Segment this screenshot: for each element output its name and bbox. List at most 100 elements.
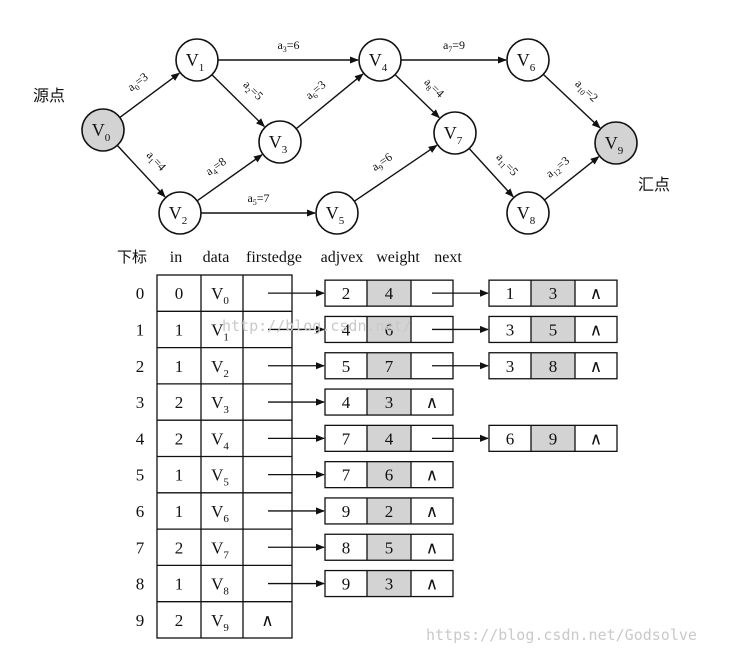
edge-v4-v6: a7=9 bbox=[401, 38, 507, 64]
vertex-v0: V0 bbox=[81, 108, 125, 152]
vertex-circle bbox=[81, 108, 125, 152]
vertex-data-value: V3 bbox=[211, 393, 229, 416]
edge-label: a1=4 bbox=[142, 148, 169, 175]
in-degree-value: 1 bbox=[175, 320, 184, 339]
adjvex-value: 9 bbox=[342, 502, 351, 521]
header-adjvex: adjvex bbox=[321, 249, 364, 266]
vertex-v2: V2 bbox=[158, 191, 202, 235]
next-null-symbol: ∧ bbox=[590, 320, 602, 339]
next-null-symbol: ∧ bbox=[426, 393, 438, 412]
vertex-circle bbox=[506, 191, 550, 235]
edge-node-frame bbox=[488, 315, 618, 344]
header-firstedge: firstedge bbox=[246, 249, 302, 266]
row-index: 2 bbox=[136, 357, 145, 376]
vertex-v6: V6 bbox=[506, 38, 550, 82]
adjvex-value: 3 bbox=[506, 357, 515, 376]
edge-label: a7=9 bbox=[443, 38, 465, 54]
edge-node-frame bbox=[324, 569, 454, 598]
vertex-circle bbox=[506, 38, 550, 82]
adjvex-value: 5 bbox=[342, 357, 351, 376]
weight-value: 3 bbox=[549, 284, 558, 303]
weight-cell-fill bbox=[367, 570, 411, 597]
vertex-label: V7 bbox=[444, 123, 463, 147]
weight-value: 4 bbox=[385, 429, 394, 448]
header-next: next bbox=[434, 249, 462, 266]
vertex-circle bbox=[358, 38, 402, 82]
vertex-data-value: V4 bbox=[211, 429, 229, 452]
edge-v8-v9: a12=3 bbox=[543, 153, 600, 201]
edge-label: a6=3 bbox=[302, 77, 329, 103]
vertex-data-value: V1 bbox=[211, 320, 229, 343]
adjvex-value: 3 bbox=[506, 320, 515, 339]
edge-node-frame bbox=[324, 533, 454, 561]
edge-label: a12=3 bbox=[543, 153, 573, 182]
weight-cell-fill bbox=[531, 316, 575, 343]
edge-v5-v7: a9=6 bbox=[353, 144, 438, 202]
adjvex-value: 4 bbox=[342, 393, 351, 412]
edge-arrow bbox=[543, 156, 600, 201]
vertex-data-value: V9 bbox=[211, 611, 229, 634]
row-index: 5 bbox=[136, 466, 145, 485]
row-index: 0 bbox=[136, 284, 145, 303]
edge-label: a11=5 bbox=[492, 150, 521, 180]
weight-value: 9 bbox=[549, 429, 558, 448]
edge-node-frame bbox=[324, 497, 454, 525]
weight-cell-fill bbox=[367, 461, 411, 488]
header-weight: weight bbox=[376, 249, 420, 266]
edge-arrow bbox=[394, 74, 440, 119]
vertex-label: V8 bbox=[517, 203, 536, 227]
vertex-label: V5 bbox=[326, 203, 345, 227]
weight-value: 5 bbox=[385, 538, 394, 557]
in-degree-value: 2 bbox=[175, 393, 184, 412]
edge-v1-v4: a3=6 bbox=[218, 38, 359, 64]
edge-label: a8=4 bbox=[420, 75, 447, 102]
edge-v0-v1: a0=3 bbox=[119, 70, 181, 119]
vertex-circle bbox=[258, 120, 302, 164]
in-degree-value: 1 bbox=[175, 575, 184, 594]
in-degree-value: 1 bbox=[175, 466, 184, 485]
vertex-v5: V5 bbox=[315, 191, 359, 235]
edge-label: a4=8 bbox=[203, 154, 230, 180]
vertex-v8: V8 bbox=[506, 191, 550, 235]
weight-cell-fill bbox=[367, 534, 411, 561]
vertex-v4: V4 bbox=[358, 38, 402, 82]
vertex-data-value: V6 bbox=[211, 502, 229, 525]
next-null-symbol: ∧ bbox=[590, 284, 602, 303]
row-index: 6 bbox=[136, 502, 145, 521]
edge-node-frame bbox=[488, 279, 618, 307]
in-degree-value: 1 bbox=[175, 502, 184, 521]
edge-v7-v8: a11=5 bbox=[468, 148, 521, 198]
edge-node-frame bbox=[324, 388, 454, 416]
row-index: 3 bbox=[136, 393, 145, 412]
edge-v4-v7: a8=4 bbox=[394, 74, 447, 119]
watermark-center-text: http://blog.csdn.net/ bbox=[222, 317, 412, 335]
weight-value: 4 bbox=[385, 284, 394, 303]
vertex-label: V6 bbox=[517, 50, 536, 74]
next-null-symbol: ∧ bbox=[590, 429, 602, 448]
adjvex-value: 6 bbox=[506, 429, 515, 448]
weight-cell-fill bbox=[367, 497, 411, 524]
vertex-v7: V7 bbox=[433, 111, 477, 155]
vertex-label: V2 bbox=[169, 203, 188, 227]
activity-graph: a0=3a1=4a2=5a3=6a4=8a5=7a6=3a7=9a8=4a9=6… bbox=[33, 38, 670, 235]
vertex-circle bbox=[433, 111, 477, 155]
header-index: 下标 bbox=[117, 248, 147, 266]
header-in: in bbox=[170, 249, 182, 266]
in-degree-value: 2 bbox=[175, 611, 184, 630]
adjvex-value: 8 bbox=[342, 538, 351, 557]
weight-cell-fill bbox=[531, 425, 575, 452]
weight-value: 6 bbox=[385, 466, 394, 485]
vertex-label: V1 bbox=[186, 50, 205, 74]
weight-cell-fill bbox=[531, 280, 575, 307]
edge-arrow bbox=[196, 154, 263, 202]
